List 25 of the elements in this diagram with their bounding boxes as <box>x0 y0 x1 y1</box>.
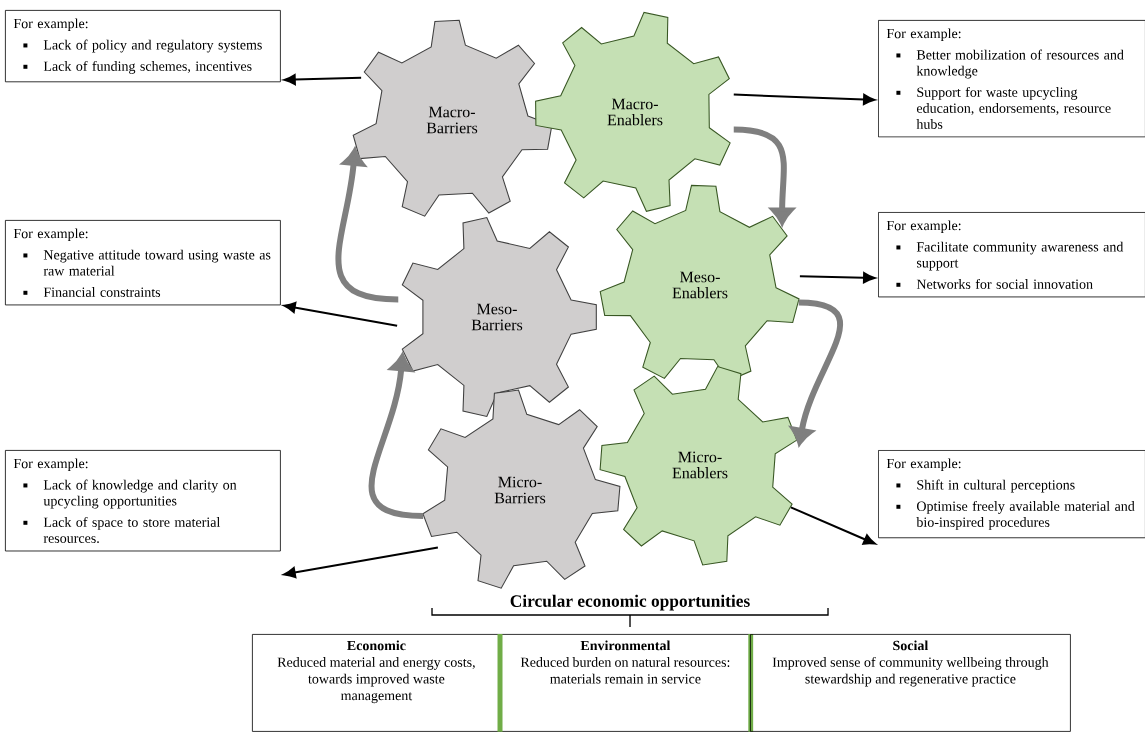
arrow <box>335 148 399 303</box>
arrow <box>368 353 424 519</box>
arrow <box>790 299 843 446</box>
text-box: For example: Lack of knowledge and clarity on upcycling opportunities Lack of space to store material resources. <box>5 450 281 552</box>
category-box: Environmental Reduced burden on natural resources: materials remain in service <box>497 631 754 733</box>
gear: Macro- Enablers <box>535 11 731 212</box>
text-box: For example: Facilitate community awareness and support Networks for social innovation <box>878 212 1145 298</box>
gear: Micro- Barriers <box>422 389 621 589</box>
category-box: Social Improved sense of community wellbeing through stewardship and regenerative practice <box>750 634 1071 732</box>
category-box: Economic Reduced material and energy costs, towards improved waste management <box>252 634 501 732</box>
text-box: For example: Lack of policy and regulatory systems Lack of funding schemes, incentives <box>5 10 281 83</box>
text-box: For example: Better mobilization of resources and knowledge Support for waste upcycling education, endorsements, resource hubs <box>878 20 1145 138</box>
gear: Micro- Enablers <box>599 365 798 566</box>
gear: Macro- Barriers <box>352 19 553 217</box>
arrow <box>283 546 439 579</box>
text-box: For example: Shift in cultural perceptions Optimise freely available material and bio-inspired procedures <box>878 450 1145 539</box>
gear: Meso- Barriers <box>401 216 597 418</box>
text-box: For example: Negative attitude toward using waste as raw material Financial constraints <box>5 220 281 306</box>
heading: Circular economic opportunities <box>510 594 750 611</box>
arrow <box>283 74 363 86</box>
arrow <box>283 301 399 327</box>
arrow <box>798 272 876 284</box>
arrow <box>789 506 876 545</box>
arrow <box>732 93 876 106</box>
gear: Meso- Enablers <box>599 184 800 382</box>
